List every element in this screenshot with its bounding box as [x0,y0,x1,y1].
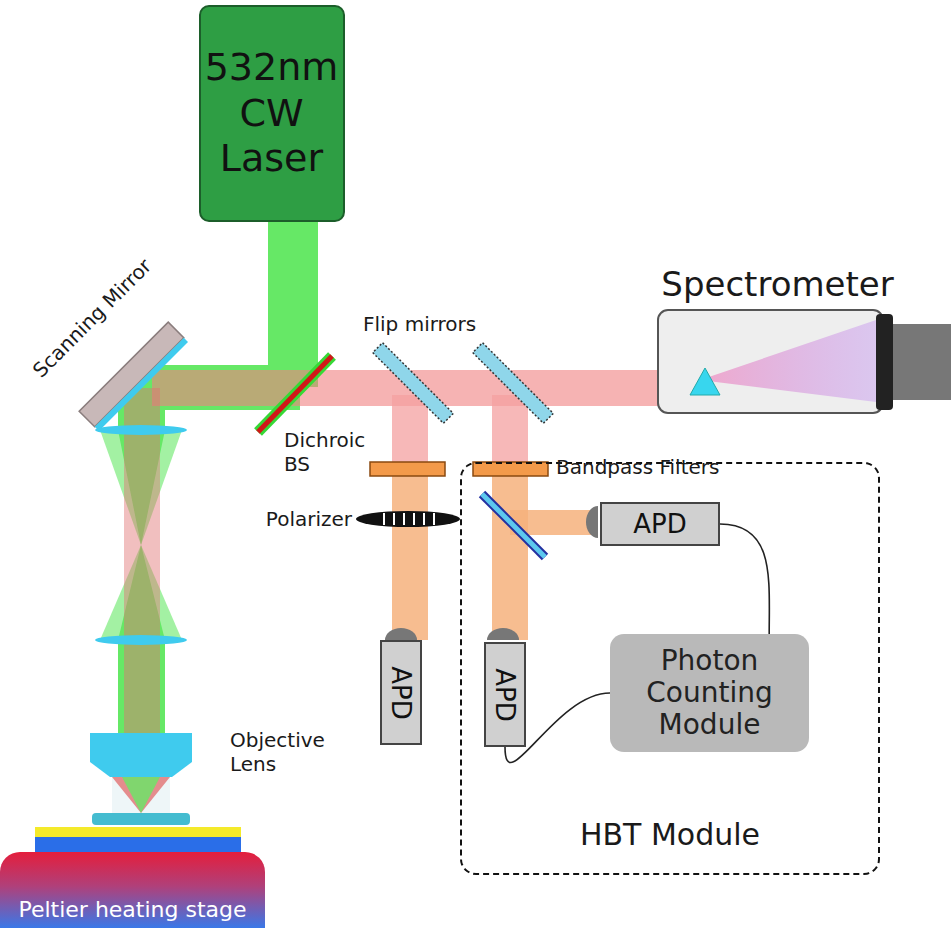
substrate-layer [35,837,241,853]
node-text: Peltier heating stage [18,898,246,922]
focused-beam [112,777,170,813]
polarizer-lines [384,513,434,525]
prism [690,368,720,395]
detector-window [487,628,519,640]
counting-module: Photon Counting Module [610,634,809,752]
lens [95,425,187,435]
node-text: Spectrometer [661,266,893,303]
flip-mirror [473,343,554,424]
emission-beam [392,395,428,465]
lens [95,635,187,645]
focused-beam [122,777,160,813]
filtered-beam [392,476,428,640]
polarizer [356,511,460,527]
node-text: APD [492,668,518,722]
node-text: HBT Module [462,818,878,851]
heating-stage: Peltier heating stage [0,852,265,928]
objective-body [112,775,170,813]
camera-cap [876,314,893,410]
scanning-mirror [79,322,188,431]
beamsplitter [482,494,545,557]
detector-box: APD [380,640,422,745]
laser-beam [118,385,165,735]
node-text: APD [633,511,687,537]
dichroic-beamsplitter [258,356,332,432]
signal-cable [720,524,769,634]
camera-body [893,324,951,400]
dispersed-light [700,320,876,402]
detector-window [385,628,417,640]
emission-beam [492,395,528,465]
laser-box: 532nm CW Laser [199,5,345,222]
sample [92,813,190,825]
instrument-heading: Spectrometer [655,262,900,308]
flip-mirror [373,343,454,424]
part-label: Dichroic BS [284,428,384,476]
bandpass-filter [473,462,548,476]
detector-box: APD [600,502,720,546]
beamsplitter [482,494,545,557]
part-label: Bandpass Filters [556,455,719,479]
dichroic-beamsplitter [258,356,332,432]
part-label: Polarizer [266,507,352,531]
substrate-layer [35,827,241,837]
detector-box: APD [484,642,526,747]
node-text: Photon Counting Module [614,645,805,742]
filtered-beam [492,476,528,640]
emission-beam [124,388,160,735]
node-text: APD [388,666,414,720]
node-text: 532nm CW Laser [205,45,339,182]
detector-window [586,506,598,538]
objective-lens [90,733,192,777]
module-region: HBT Module APD APD Photon Counting Module [460,462,880,875]
part-label: Objective Lens [230,728,340,776]
part-label: Scanning Mirror [28,254,156,382]
laser-beam [268,222,318,387]
bandpass-filter [370,462,445,476]
part-label: Flip mirrors [363,312,476,336]
spectrometer-body [658,310,883,413]
